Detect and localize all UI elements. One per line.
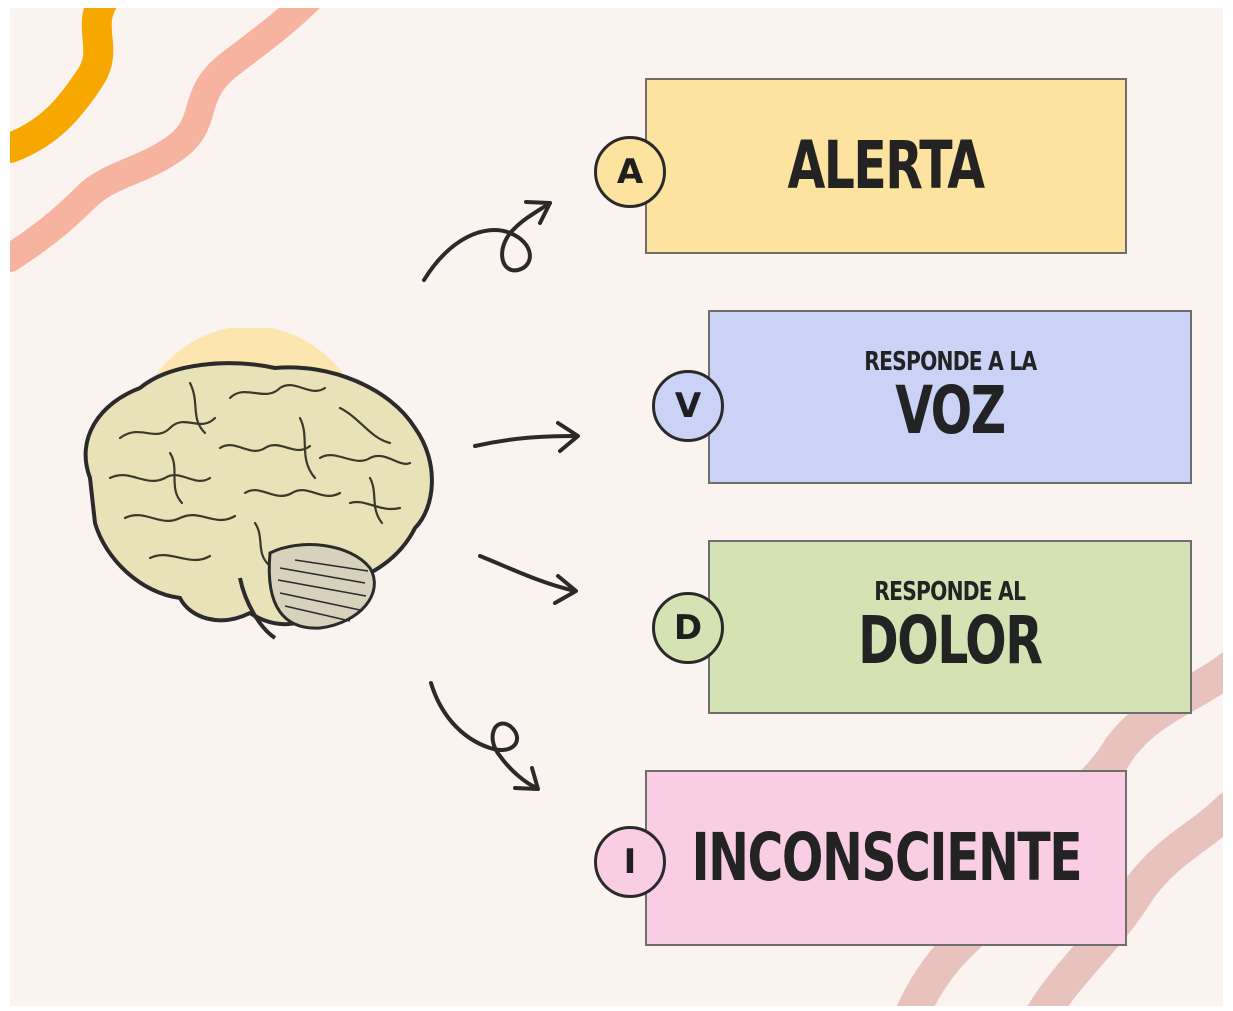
badge-i: I — [594, 826, 666, 898]
card-voz: RESPONDE A LA VOZ — [708, 310, 1192, 484]
orange-wave-decoration — [10, 8, 117, 163]
title-voz: VOZ — [895, 372, 1006, 449]
avdi-diagram: ALERTA A RESPONDE A LA VOZ V RESPONDE AL… — [10, 8, 1223, 1006]
badge-a: A — [594, 136, 666, 208]
arrow-head-voz — [556, 421, 580, 453]
subtitle-dolor: RESPONDE AL — [874, 576, 1027, 607]
badge-d: D — [652, 592, 724, 664]
title-dolor: DOLOR — [858, 602, 1043, 679]
title-alerta: ALERTA — [787, 127, 986, 205]
arrow-to-alerta-icon — [422, 201, 552, 282]
peach-wave-decoration — [10, 8, 320, 272]
arrow-to-dolor-icon — [478, 554, 577, 593]
card-inconsciente: INCONSCIENTE — [645, 770, 1127, 946]
title-inconsciente: INCONSCIENTE — [691, 819, 1082, 897]
card-dolor: RESPONDE AL DOLOR — [708, 540, 1192, 714]
badge-v: V — [652, 370, 724, 442]
arrow-head-inconsciente — [513, 766, 540, 791]
arrow-to-inconsciente-icon — [429, 681, 539, 790]
arrow-head-dolor — [553, 574, 578, 605]
rose-wave-decoration-2 — [1027, 792, 1223, 1006]
brain-icon — [83, 328, 434, 640]
arrow-head-alerta — [524, 200, 552, 225]
subtitle-voz: RESPONDE A LA — [863, 346, 1037, 377]
card-alerta: ALERTA — [645, 78, 1127, 254]
arrow-to-voz-icon — [473, 434, 579, 448]
